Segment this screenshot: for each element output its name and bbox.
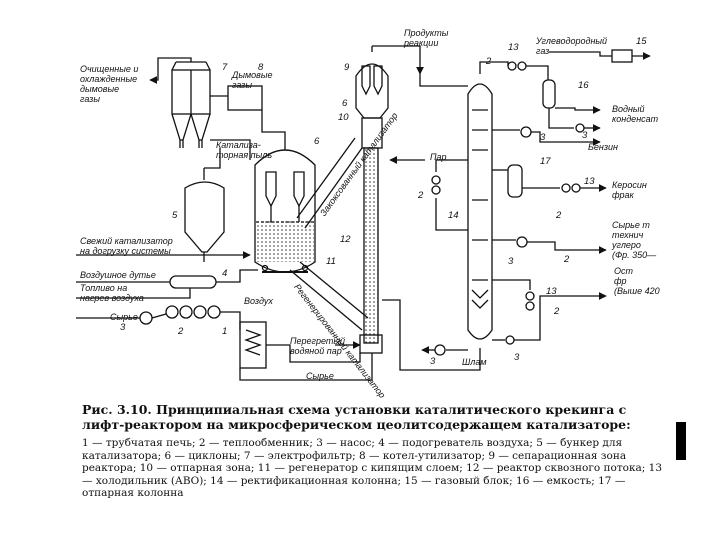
reactor-9 — [355, 46, 389, 354]
number-11: 11 — [326, 256, 336, 267]
label-air: Воздух — [244, 296, 273, 306]
label-feed-tech: Сырье т технич углеро (Фр. 350— — [612, 220, 657, 260]
number-1: 1 — [222, 326, 228, 337]
number-10: 10 — [338, 112, 349, 123]
label-fuel: Топливо на нагрев воздуха — [80, 283, 144, 303]
number-4: 4 — [222, 268, 228, 279]
number-3: 3 — [120, 322, 126, 333]
label-feed-left: Сырье — [110, 312, 138, 322]
label-hydrocarbon-gas: Углеводородный газ — [536, 36, 608, 56]
regenerated-catalyst-line — [289, 261, 369, 331]
label-air-blowing: Воздушное дутье — [80, 270, 156, 280]
figure-caption-legend: 1 — трубчатая печь; 2 — теплообменник; 3… — [82, 437, 663, 499]
vessel-16 — [542, 79, 556, 109]
number-7: 7 — [222, 62, 228, 73]
label-kerosene: Керосин фрак — [612, 180, 647, 200]
number-15: 15 — [636, 36, 647, 47]
number-13: 13 — [508, 42, 519, 53]
fractionator-14 — [467, 83, 493, 360]
number-13: 13 — [546, 286, 557, 297]
air-heater-4 — [169, 275, 217, 289]
label-sludge: Шлам — [462, 357, 487, 367]
number-2: 2 — [564, 254, 570, 265]
number-12: 12 — [340, 234, 351, 245]
number-2: 2 — [486, 56, 492, 67]
number-8: 8 — [258, 62, 264, 73]
label-catalyst-dust: Катализа- торная пыль — [216, 140, 273, 160]
number-3: 3 — [508, 256, 514, 267]
label-feed-bottom: Сырье — [306, 371, 334, 381]
figure-caption-title: Рис. 3.10. Принципиальная схема установк… — [82, 402, 631, 432]
scan-edge-mark — [676, 422, 686, 460]
number-2: 2 — [418, 190, 424, 201]
process-flow-diagram — [76, 45, 651, 381]
label-flue-gases: Дымовые газы — [232, 70, 273, 90]
number-3: 3 — [540, 132, 546, 143]
number-2: 2 — [556, 210, 562, 221]
tube-furnace-1 — [239, 321, 267, 369]
gas-block-15 — [611, 49, 633, 63]
label-superheated-steam: Перегретый водяной пар — [290, 336, 346, 356]
number-13: 13 — [584, 176, 595, 187]
number-6: 6 — [314, 136, 320, 147]
number-2: 2 — [554, 306, 560, 317]
coked-catalyst-line — [296, 137, 363, 229]
label-gasoline: Бензин — [588, 142, 618, 152]
number-17: 17 — [540, 156, 551, 167]
number-3: 3 — [514, 352, 520, 363]
regenerator-11 — [254, 140, 316, 273]
stripper-17 — [507, 164, 523, 198]
number-5: 5 — [172, 210, 178, 221]
number-14: 14 — [448, 210, 459, 221]
label-fresh-catalyst: Свежий катализатор на догрузку системы — [80, 236, 173, 256]
label-water-condensate: Водный конденсат — [612, 104, 659, 124]
number-2: 2 — [178, 326, 184, 337]
label-steam: Пар — [430, 152, 447, 162]
electrofilter-7 — [171, 61, 211, 148]
number-16: 16 — [578, 80, 589, 91]
number-6: 6 — [342, 98, 348, 109]
number-3: 3 — [582, 130, 588, 141]
waste-heat-boiler-8 — [227, 85, 263, 111]
number-3: 3 — [430, 356, 436, 367]
catalyst-bunker-5 — [184, 168, 225, 262]
number-9: 9 — [344, 62, 350, 73]
label-residue: Ост фр (Выше 420 — [614, 266, 660, 296]
label-clean-gases: Очищенные и охлажденные дымовые газы — [80, 64, 139, 104]
label-products: Продукты реакции — [404, 28, 449, 48]
